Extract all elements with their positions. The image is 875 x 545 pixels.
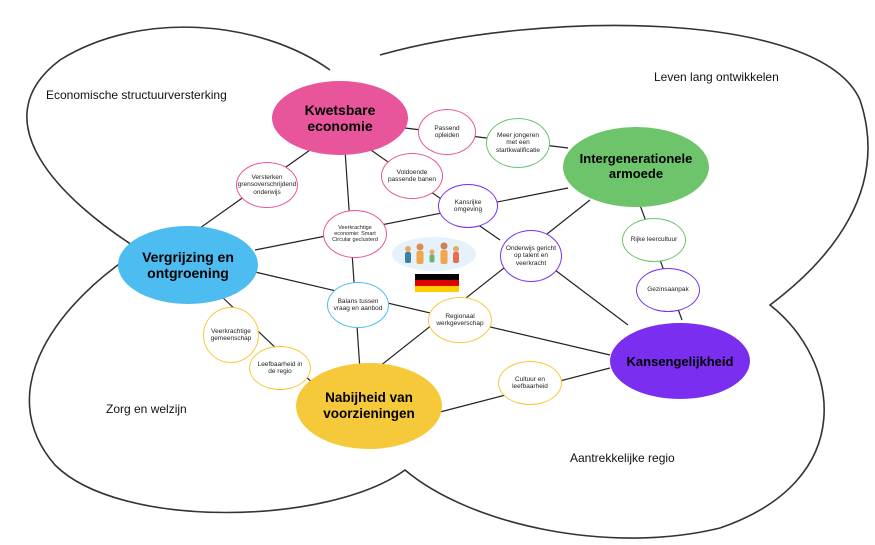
sub-node-gezinsaanpak: Gezinsaanpak — [636, 268, 700, 312]
family-figures — [405, 242, 459, 264]
line-intergen-nabijheid — [374, 199, 591, 371]
family-illustration-backdrop — [392, 237, 476, 271]
germany-flag — [415, 274, 459, 292]
region-label-zorg: Zorg en welzijn — [106, 402, 187, 416]
region-label-aantrekkelijke: Aantrekkelijke regio — [570, 451, 675, 465]
sub-node-voldoende-banen: Voldoende passende banen — [381, 153, 443, 199]
flag-stripe-gold — [415, 286, 459, 292]
main-node-kwetsbare-economie: Kwetsbare economie — [272, 81, 408, 155]
sub-node-kansrijke-omgeving: Kansrijke omgeving — [438, 184, 498, 228]
sub-node-meer-jongeren: Meer jongeren met een startkwalificatie — [486, 118, 550, 168]
sub-node-rijke-leercultuur: Rijke leercultuur — [622, 218, 686, 262]
sub-node-veerkrachtige-economie: Veerkrachtige economie: Smart Circular g… — [323, 210, 387, 258]
main-node-intergenerationele-armoede: Intergenerationele armoede — [563, 127, 709, 207]
region-label-economische: Economische structuurversterking — [46, 88, 227, 102]
flag-stripe-red — [415, 280, 459, 286]
family-illustration-icon — [392, 237, 476, 271]
sub-node-onderwijs-talent: Onderwijs gericht op talent en veerkrach… — [500, 230, 562, 282]
sub-node-versterken-onderwijs: Versterken grensoverschrijdend onderwijs — [236, 162, 298, 208]
line-vergrijzing-intergen — [254, 187, 569, 251]
sub-node-balans: Balans tussen vraag en aanbod — [327, 282, 389, 328]
line-onderwijs-kansen — [554, 269, 629, 326]
region-label-leven-lang: Leven lang ontwikkelen — [654, 70, 779, 84]
main-node-kansengelijkheid: Kansengelijkheid — [610, 323, 750, 399]
line-kwetsbare-nabijheid — [344, 149, 361, 371]
main-node-nabijheid-voorzieningen: Nabijheid van voorzieningen — [296, 363, 442, 449]
sub-node-passend-opleiden: Passend opleiden — [418, 109, 476, 155]
sub-node-regionaal-werkgeverschap: Regionaal werkgeverschap — [428, 297, 492, 343]
sub-node-cultuur-leefbaarheid: Cultuur en leefbaarheid — [498, 361, 562, 405]
outer-outline — [26, 24, 869, 539]
flag-stripe-black — [415, 274, 459, 280]
main-node-vergrijzing-ontgroening: Vergrijzing en ontgroening — [118, 226, 258, 304]
sub-node-veerkrachtige-gemeenschap: Veerkrachtige gemeenschap — [203, 307, 259, 363]
sub-node-leefbaarheid-regio: Leefbaarheid in de regio — [249, 346, 311, 390]
